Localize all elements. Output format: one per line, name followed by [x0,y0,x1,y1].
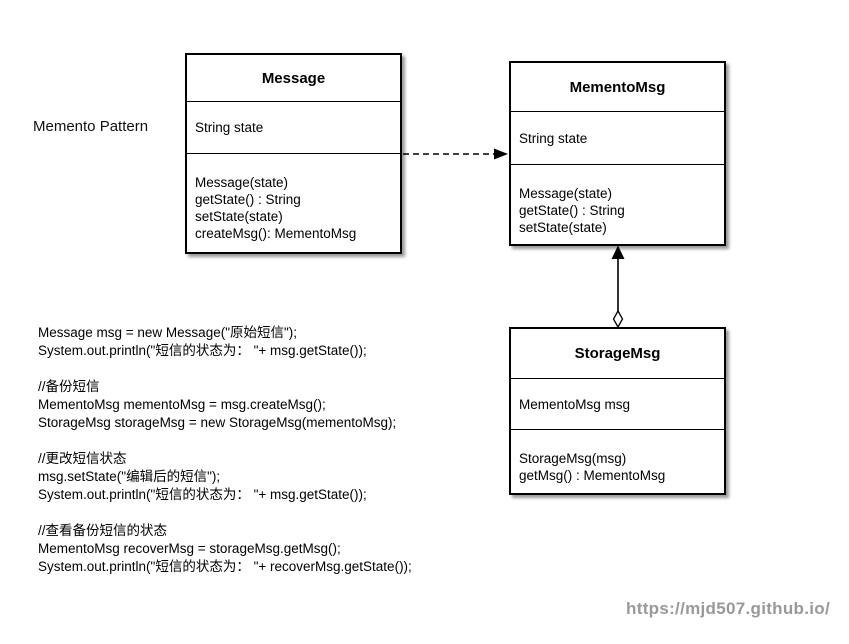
method: Message(state) [195,175,289,190]
class-box-storagemsg: StorageMsg MementoMsg msg StorageMsg(msg… [509,327,726,495]
attribute: MementoMsg msg [519,396,631,412]
class-attributes-mementomsg: String state [511,112,724,165]
code-line: StorageMsg storageMsg = new StorageMsg(m… [38,415,397,430]
footer-url: https://mjd507.github.io/ [626,599,830,618]
class-box-message: Message String state Message(state) getS… [185,53,402,254]
method: setState(state) [519,220,607,235]
method: createMsg(): MementoMsg [195,226,357,241]
method: StorageMsg(msg) [519,451,627,466]
code-line: //更改短信状态 [38,451,127,466]
code-line [38,360,412,378]
class-name-storagemsg: StorageMsg [511,329,724,379]
method: getState() : String [519,203,625,218]
code-line: MementoMsg mementoMsg = msg.createMsg(); [38,397,326,412]
code-line: System.out.println("短信的状态为： "+ msg.getSt… [38,487,367,502]
aggregation-arrow-icon [611,245,625,329]
diagram-title: Memento Pattern [33,118,149,135]
class-name-message: Message [187,55,400,102]
method: Message(state) [519,186,613,201]
class-attributes-message: String state [187,102,400,154]
dependency-arrow-icon [403,148,508,160]
class-name-mementomsg: MementoMsg [511,63,724,112]
class-methods-message: Message(state) getState() : String setSt… [187,154,400,242]
code-line: Message msg = new Message("原始短信"); [38,325,298,340]
class-methods-storagemsg: StorageMsg(msg) getMsg() : MementoMsg [511,430,724,484]
class-methods-mementomsg: Message(state) getState() : String setSt… [511,165,724,236]
code-line: System.out.println("短信的状态为： "+ recoverMs… [38,559,412,574]
code-line [38,432,412,450]
class-attributes-storagemsg: MementoMsg msg [511,379,724,430]
class-box-mementomsg: MementoMsg String state Message(state) g… [509,61,726,246]
attribute: String state [195,120,264,135]
code-line: //查看备份短信的状态 [38,523,168,538]
method: getMsg() : MementoMsg [519,468,666,483]
code-snippet: Message msg = new Message("原始短信"); Syste… [38,324,412,576]
code-line [38,504,412,522]
code-line: //备份短信 [38,379,100,394]
method: getState() : String [195,192,301,207]
code-line: msg.setState("编辑后的短信"); [38,469,221,484]
code-line: System.out.println("短信的状态为： "+ msg.getSt… [38,343,367,358]
attribute: String state [519,130,588,146]
method: setState(state) [195,209,283,224]
code-line: MementoMsg recoverMsg = storageMsg.getMs… [38,541,341,556]
